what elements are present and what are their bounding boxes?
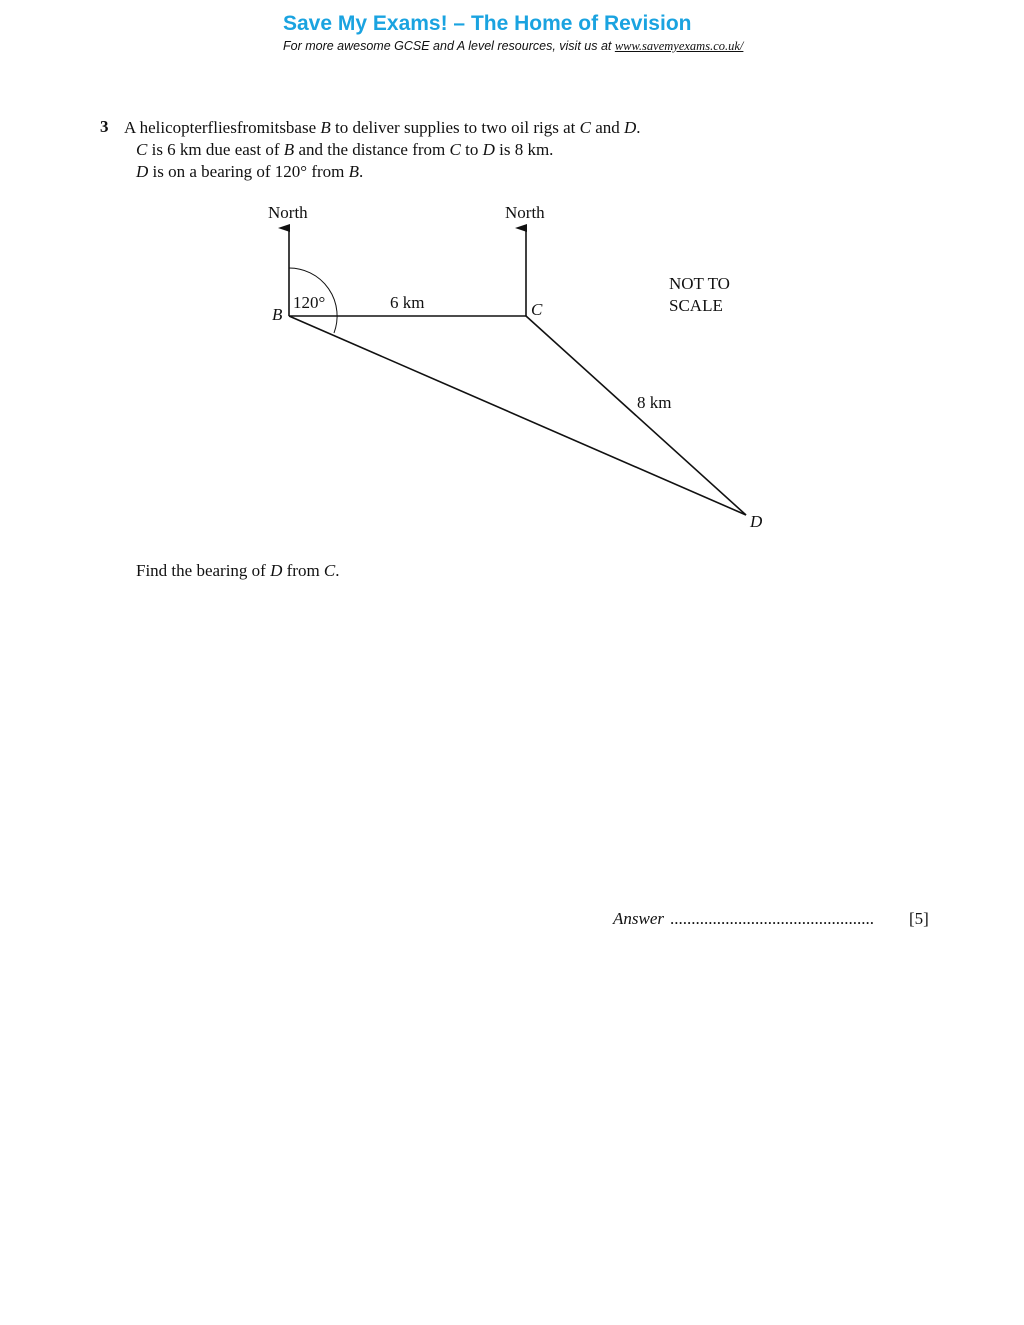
distance-bc-label: 6 km xyxy=(390,293,424,312)
angle-label: 120° xyxy=(293,293,325,312)
header-title: Save My Exams! – The Home of Revision xyxy=(283,12,692,35)
task-text-c: from xyxy=(282,561,324,580)
q1-text-b: B xyxy=(320,118,331,137)
task-text-e: . xyxy=(335,561,340,580)
point-c-label: C xyxy=(531,300,543,319)
task-instruction: Find the bearing of D from C. xyxy=(136,561,340,581)
q3-text-c: B xyxy=(348,162,360,181)
point-d-label: D xyxy=(749,512,763,531)
website-link[interactable]: www.savemyexams.co.uk/ xyxy=(614,39,744,53)
task-text-a: Find the bearing of xyxy=(136,561,271,580)
task-text-d: C xyxy=(323,561,336,580)
q1-text-g: . xyxy=(636,118,641,137)
point-b-label: B xyxy=(272,305,283,324)
north-label-right: North xyxy=(505,203,545,222)
marks-label: [5] xyxy=(909,909,929,928)
task-text-b: D xyxy=(270,561,283,580)
q1-text-c: to deliver supplies to two oil rigs at xyxy=(330,118,580,137)
answer-row: Answer..................................… xyxy=(613,909,874,929)
question-line-3: D is on a bearing of 120° from B. xyxy=(136,162,363,182)
q2-text-e: C xyxy=(449,140,461,159)
q2-text-g: D xyxy=(482,140,495,159)
q2-text-c: B xyxy=(283,140,295,159)
q3-text-d: . xyxy=(359,162,364,181)
angle-arc-120 xyxy=(288,267,338,334)
scale-note-line-2: SCALE xyxy=(669,296,723,315)
north-label-left: North xyxy=(268,203,308,222)
question-number: 3 xyxy=(100,117,109,136)
q3-text-a: D xyxy=(136,162,149,181)
distance-cd-label: 8 km xyxy=(637,393,671,412)
q2-text-f: to xyxy=(460,140,483,159)
question-line-2: C is 6 km due east of B and the distance… xyxy=(136,140,553,160)
q1-text-e: and xyxy=(590,118,625,137)
q1-text-a: A helicopterfliesfromitsbase xyxy=(124,118,321,137)
header-subtitle: For more awesome GCSE and A level resour… xyxy=(283,39,743,54)
segment-bd xyxy=(288,315,747,516)
answer-line[interactable]: ........................................… xyxy=(670,909,874,928)
q1-text-f: D xyxy=(624,118,637,137)
q2-text-a: C xyxy=(136,140,148,159)
segment-cd xyxy=(525,315,747,516)
q3-text-b: is on a bearing of 120° from xyxy=(148,162,349,181)
scale-note-line-1: NOT TO xyxy=(669,274,730,293)
answer-label: Answer xyxy=(613,909,664,928)
question-line-1: A helicopterfliesfromitsbase B to delive… xyxy=(124,118,641,138)
q2-text-d: and the distance from xyxy=(294,140,450,159)
q2-text-h: is 8 km. xyxy=(494,140,554,159)
q1-text-d: C xyxy=(579,118,591,137)
q2-text-b: is 6 km due east of xyxy=(147,140,284,159)
header-subtitle-text: For more awesome GCSE and A level resour… xyxy=(283,39,615,53)
